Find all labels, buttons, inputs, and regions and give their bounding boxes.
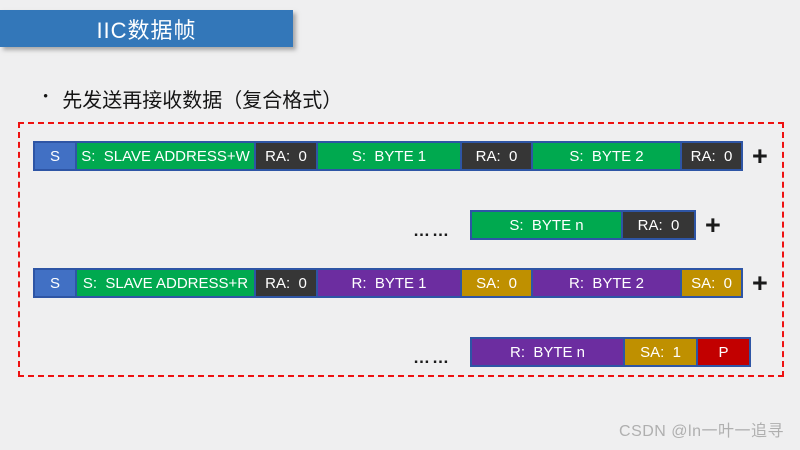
watermark: CSDN @ln一叶一追寻 — [619, 423, 784, 440]
bullet-dot: • — [43, 89, 49, 105]
slide-title-bar: IIC数据帧 — [0, 10, 293, 47]
frame-segment-stop: P — [696, 337, 751, 367]
ellipsis: …… — [413, 221, 451, 240]
frame-segment-sack: SA: 0 — [460, 268, 533, 298]
frame-segment-recv: R: BYTE 1 — [316, 268, 462, 298]
frame-segment-send: S: BYTE 1 — [316, 141, 462, 171]
frame-segment-ack: RA: 0 — [254, 268, 318, 298]
plus-sign: + — [705, 209, 721, 240]
frame-segment-send: S: BYTE n — [470, 210, 623, 240]
frame-segment-ack: RA: 0 — [680, 141, 743, 171]
frame-segment-start: S — [33, 268, 77, 298]
bullet-text: 先发送再接收数据（复合格式） — [62, 90, 343, 112]
frame-segment-recv: R: BYTE 2 — [531, 268, 682, 298]
ellipsis: …… — [413, 348, 451, 367]
frame-segment-recv: R: BYTE n — [470, 337, 625, 367]
frame-segment-send: S: SLAVE ADDRESS+W — [75, 141, 256, 171]
frame-segment-sack: SA: 0 — [680, 268, 743, 298]
frame-diagram-box — [18, 122, 784, 377]
bullet-line: • 先发送再接收数据（复合格式） — [43, 84, 342, 113]
frame-segment-ack: RA: 0 — [621, 210, 696, 240]
frame-segment-ack: RA: 0 — [254, 141, 318, 171]
frame-segment-send: S: SLAVE ADDRESS+R — [75, 268, 256, 298]
plus-sign: + — [752, 140, 768, 171]
frame-segment-start: S — [33, 141, 77, 171]
plus-sign: + — [752, 267, 768, 298]
frame-segment-send: S: BYTE 2 — [531, 141, 682, 171]
frame-segment-sack: SA: 1 — [623, 337, 698, 367]
frame-segment-ack: RA: 0 — [460, 141, 533, 171]
slide-title: IIC数据帧 — [96, 17, 197, 43]
